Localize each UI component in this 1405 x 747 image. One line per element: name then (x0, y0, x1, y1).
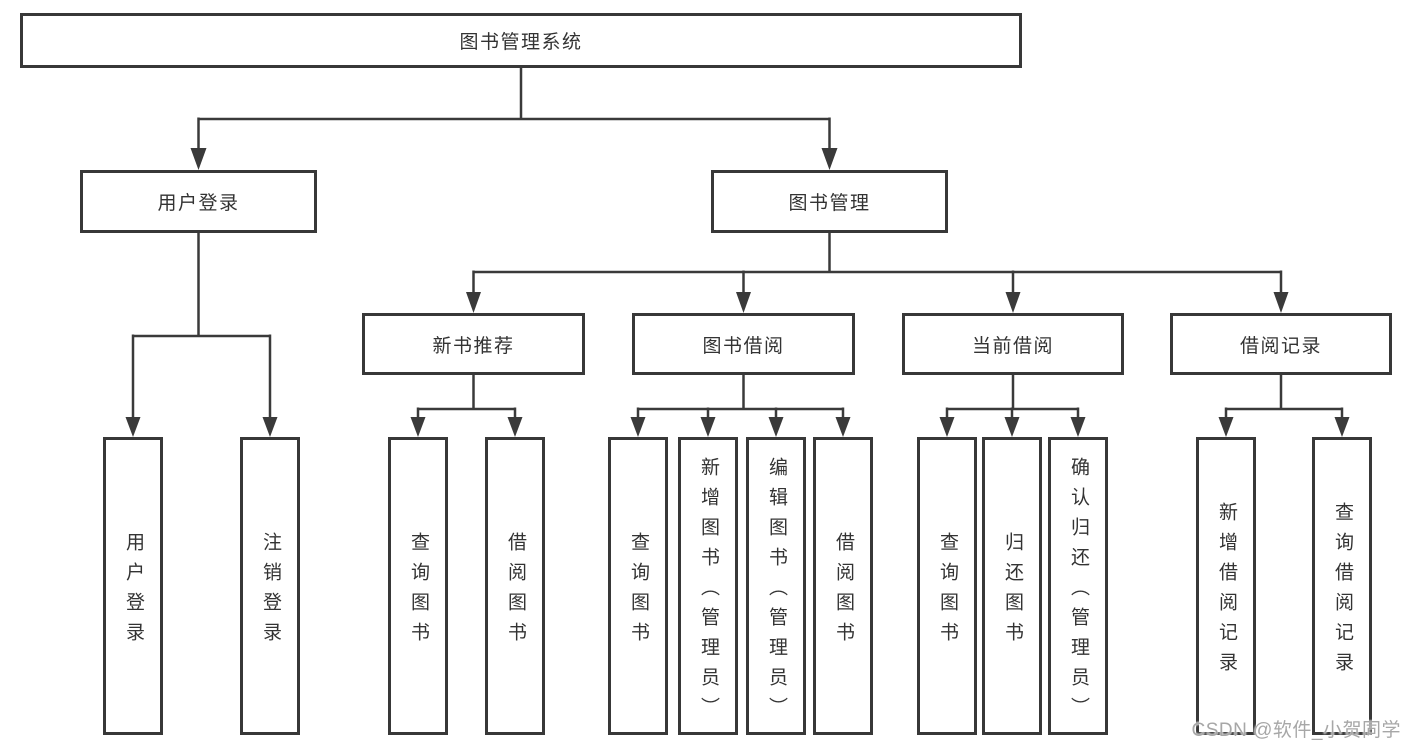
node-current-borrowing: 当前借阅 (902, 313, 1124, 375)
node-br-query-record: 查询借阅记录 (1312, 437, 1372, 735)
node-label: 查询借阅记录 (1331, 501, 1353, 682)
node-cb-confirm-return-admin: 确认归还（管理员） (1048, 437, 1108, 735)
node-borrowing-records: 借阅记录 (1170, 313, 1392, 375)
node-label: 用户登录 (122, 531, 144, 652)
node-bb-query-books: 查询图书 (608, 437, 668, 735)
node-label: 确认归还（管理员） (1067, 456, 1089, 727)
arrowheads (125, 148, 1350, 437)
node-new-book-recommend: 新书推荐 (362, 313, 585, 375)
node-label: 查询图书 (627, 531, 649, 652)
node-library-system: 图书管理系统 (20, 13, 1022, 68)
node-label: 借阅图书 (832, 531, 854, 652)
node-user-login-branch: 用户登录 (80, 170, 317, 233)
watermark: CSDN @软件_小贺同学 (1191, 720, 1401, 741)
node-user-login-leaf: 用户登录 (103, 437, 163, 735)
node-logout-leaf: 注销登录 (240, 437, 300, 735)
node-bb-borrow-books: 借阅图书 (813, 437, 873, 735)
node-label: 借阅图书 (504, 531, 526, 652)
node-nb-query-books: 查询图书 (388, 437, 448, 735)
node-br-add-record: 新增借阅记录 (1196, 437, 1256, 735)
node-label: 注销登录 (259, 531, 281, 652)
node-label: 新增借阅记录 (1215, 501, 1237, 682)
node-bb-edit-books-admin: 编辑图书（管理员） (746, 437, 806, 735)
node-bb-add-books-admin: 新增图书（管理员） (678, 437, 738, 735)
node-book-borrowing: 图书借阅 (632, 313, 855, 375)
node-label: 查询图书 (407, 531, 429, 652)
node-cb-return-books: 归还图书 (982, 437, 1042, 735)
node-label: 新增图书（管理员） (697, 456, 719, 727)
node-cb-query-books: 查询图书 (917, 437, 977, 735)
node-label: 查询图书 (936, 531, 958, 652)
node-book-management-branch: 图书管理 (711, 170, 948, 233)
node-label: 归还图书 (1001, 531, 1023, 652)
node-nb-borrow-books: 借阅图书 (485, 437, 545, 735)
node-label: 编辑图书（管理员） (765, 456, 787, 727)
